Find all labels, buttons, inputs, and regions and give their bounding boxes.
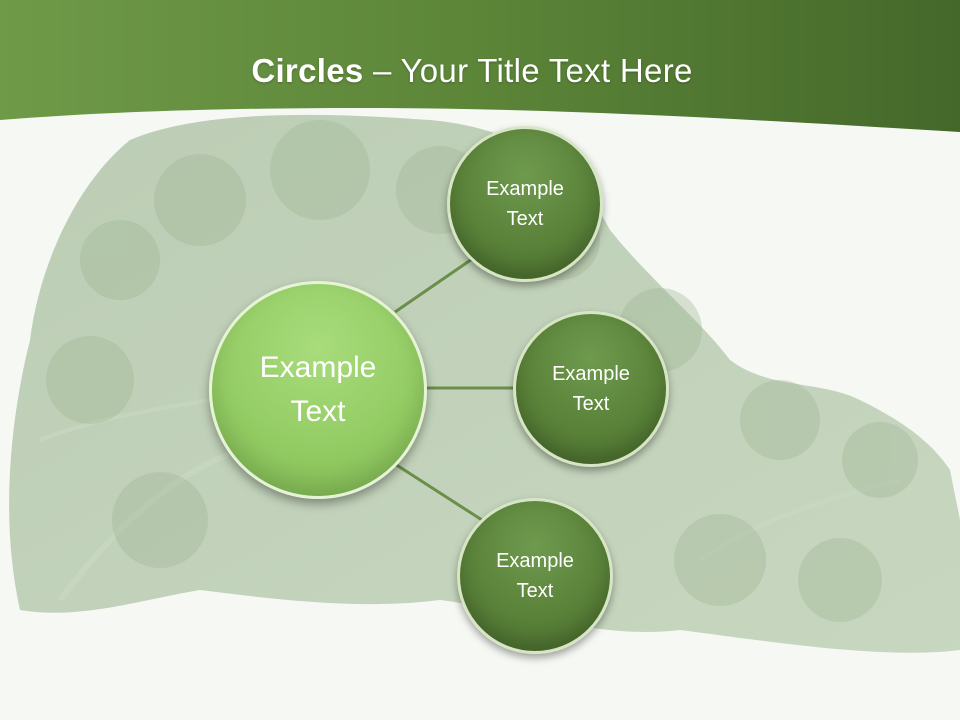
node-circle-top[interactable]: Example Text [447, 126, 603, 282]
title-bold-part: Circles [251, 52, 364, 89]
node-text-line1: Example [552, 363, 630, 385]
center-circle-text-line1: Example [259, 351, 377, 384]
node-circle-middle[interactable]: Example Text [513, 311, 669, 467]
title-rest-part: – Your Title Text Here [363, 52, 693, 89]
connector-line-top [394, 255, 476, 314]
node-circle-bottom[interactable]: Example Text [457, 498, 613, 654]
center-circle-text-line2: Text [290, 395, 346, 428]
node-text-line2: Text [572, 393, 610, 415]
slide-title: Circles – Your Title Text Here [0, 52, 944, 90]
node-text-line2: Text [506, 208, 544, 230]
header-banner [0, 0, 960, 132]
center-circle[interactable]: Example Text [209, 281, 427, 499]
node-text-line1: Example [496, 550, 574, 572]
connector-line-bottom [394, 462, 483, 522]
node-text-line1: Example [486, 178, 564, 200]
node-text-line2: Text [516, 580, 554, 602]
